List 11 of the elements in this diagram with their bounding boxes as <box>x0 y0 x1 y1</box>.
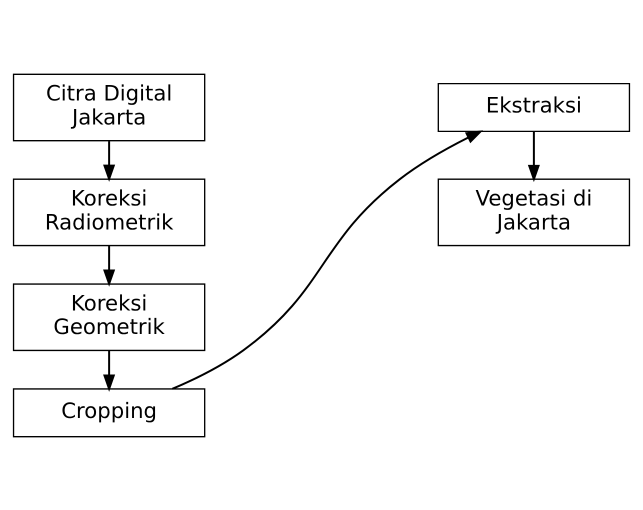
arrow <box>528 131 540 182</box>
node-box: Cropping <box>12 388 206 437</box>
arrow <box>103 246 116 286</box>
node-box: Koreksi Radiometrik <box>12 178 206 246</box>
arrow <box>172 130 484 390</box>
node-box: Ekstraksi <box>438 82 630 132</box>
node-box: Vegetasi di Jakarta <box>438 178 630 246</box>
node-box: Koreksi Geometrik <box>12 282 206 351</box>
arrow <box>103 350 116 392</box>
arrow <box>103 140 116 182</box>
node-box: Citra Digital Jakarta <box>12 73 206 141</box>
